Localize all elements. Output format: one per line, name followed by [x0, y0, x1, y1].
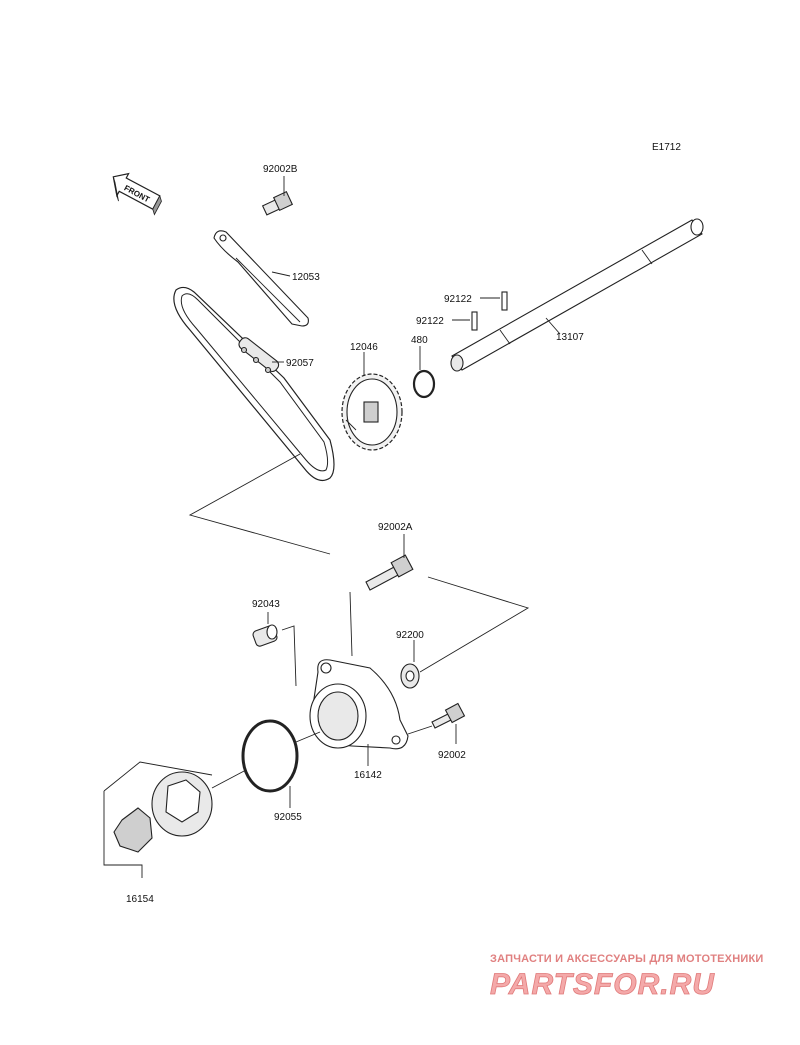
- label-12053: 12053: [292, 272, 320, 283]
- label-92200: 92200: [396, 630, 424, 641]
- pin-92122-lower: [471, 311, 478, 331]
- chain-link-92057: [238, 337, 280, 374]
- label-92122-upper: 92122: [444, 294, 472, 305]
- label-92002: 92002: [438, 750, 466, 761]
- pin-92122-upper: [501, 291, 508, 311]
- bolt-92002B: [261, 190, 294, 216]
- front-arrow-icon: FRONT: [112, 172, 162, 216]
- label-16154: 16154: [126, 894, 154, 905]
- rotor-set-16154: [113, 771, 213, 853]
- label-12046: 12046: [350, 342, 378, 353]
- chain-guide-12053: [213, 230, 309, 327]
- washer-92200: [400, 663, 420, 689]
- shaft-13107: [450, 218, 704, 372]
- label-480: 480: [411, 335, 428, 346]
- pump-cover-16142: [309, 659, 409, 750]
- label-13107: 13107: [556, 332, 584, 343]
- label-92043: 92043: [252, 599, 280, 610]
- bolt-92002A: [365, 554, 414, 591]
- label-92002B: 92002B: [263, 164, 298, 175]
- diagram-code: E1712: [652, 142, 681, 153]
- circlip-480: [412, 369, 436, 399]
- bolt-92002: [431, 702, 466, 729]
- sprocket-12046: [341, 373, 403, 451]
- label-92002A: 92002A: [378, 522, 413, 533]
- watermark-brand: PARTSFOR.RU: [490, 968, 715, 1001]
- label-92055: 92055: [274, 812, 302, 823]
- o-ring-92055: [241, 719, 299, 793]
- chain-loop: [173, 286, 335, 481]
- watermark-tagline: ЗАПЧАСТИ И АКСЕССУАРЫ ДЛЯ МОТОТЕХНИКИ: [490, 953, 763, 965]
- dowel-92043: [252, 624, 278, 647]
- label-16142: 16142: [354, 770, 382, 781]
- label-92122-lower: 92122: [416, 316, 444, 327]
- label-92057: 92057: [286, 358, 314, 369]
